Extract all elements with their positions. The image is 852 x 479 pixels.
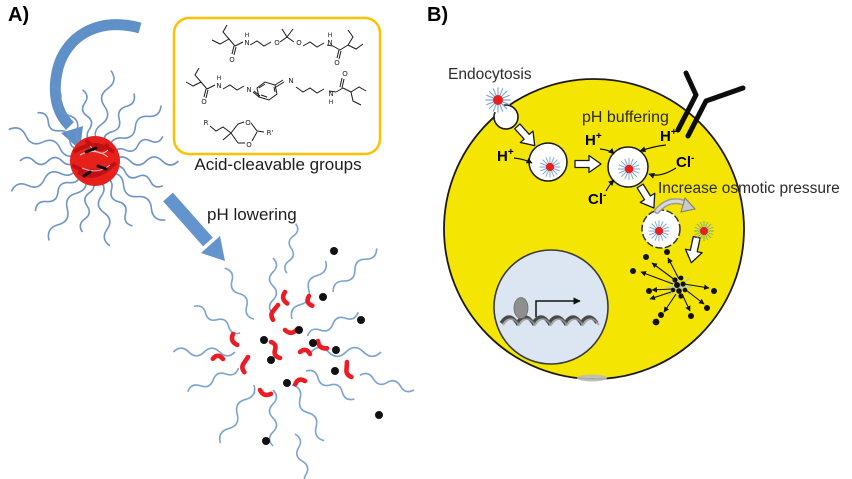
- atom-label-hydrogen: H: [328, 32, 333, 39]
- burst-dots: [630, 249, 717, 326]
- chem-structure-imine: O N H N N N H O: [185, 67, 367, 106]
- chloride-label-2: Cl-: [588, 190, 607, 208]
- proton-label-2: H+: [585, 131, 602, 149]
- transcription-arrow-icon: [535, 297, 581, 317]
- micelle-core: [70, 136, 120, 186]
- atom-label-nitrogen: N: [328, 90, 333, 98]
- burst-arrows: [640, 257, 710, 313]
- proton-influx-arrow-2: [599, 148, 615, 155]
- ph-lowering-label: pH lowering: [207, 205, 297, 224]
- ph-lowering-arrow-icon: [163, 192, 225, 261]
- endosome-1: [528, 142, 568, 182]
- atom-label-oxygen: O: [342, 70, 348, 78]
- atom-label-oxygen: O: [201, 98, 207, 106]
- polymerase: [513, 297, 529, 319]
- dissociated-polymer-arms: [172, 222, 416, 479]
- atom-label-nitrogen: N: [216, 82, 221, 90]
- endocytosis-label: Endocytosis: [448, 66, 532, 83]
- chloride-influx-arrow-1: [648, 167, 677, 179]
- panel-a-label: A): [8, 4, 30, 26]
- proton-label-3: H+: [660, 127, 677, 145]
- panel-a: O N H O O N H O O N H N N N H O R O O R': [6, 16, 416, 479]
- escaped-micelle-particle: [693, 220, 715, 242]
- nucleus: [493, 249, 609, 365]
- r-group-label: R: [204, 119, 209, 127]
- panel-b-label: B): [427, 4, 449, 26]
- atom-label-oxygen: O: [274, 39, 280, 47]
- proton-label-1: H+: [497, 147, 514, 165]
- atom-label-nitrogen: N: [327, 39, 332, 47]
- atom-label-hydrogen: H: [329, 99, 334, 106]
- ph-buffering-label: pH buffering: [582, 109, 669, 126]
- atom-label-oxygen: O: [245, 119, 251, 127]
- atom-label-hydrogen: H: [217, 75, 222, 82]
- core-cargo-marks: [82, 146, 108, 178]
- cargo-release-burst: [630, 249, 717, 326]
- atom-label-nitrogen: N: [244, 39, 249, 47]
- antibody-receptor-icon: [675, 70, 746, 139]
- released-cargo-dots: [260, 247, 383, 445]
- r-prime-group-label: R': [267, 129, 274, 137]
- atom-label-oxygen: O: [246, 141, 252, 149]
- atom-label-nitrogen: N: [288, 77, 293, 85]
- atom-label-oxygen: O: [229, 56, 235, 64]
- proton-influx-arrow-3: [639, 144, 667, 153]
- atom-label-nitrogen: N: [246, 86, 251, 94]
- chloride-label-1: Cl-: [676, 153, 695, 171]
- atom-label-oxygen: O: [296, 39, 302, 47]
- cell-shadow: [577, 374, 607, 382]
- endosome-2: [607, 146, 649, 188]
- osmotic-pressure-label: Increase osmotic pressure: [658, 180, 840, 197]
- curved-arrow-icon: [49, 19, 142, 150]
- acid-cleavable-caption: Acid-cleavable groups: [194, 155, 362, 174]
- atom-label-hydrogen: H: [245, 32, 250, 39]
- chem-structure-cyclic-acetal: R O O R': [204, 119, 274, 149]
- chem-structure-ketal: O N H O O N H O: [211, 24, 364, 67]
- micelle-particle-extracellular: [484, 86, 512, 114]
- atom-label-oxygen: O: [334, 59, 340, 67]
- endosome-3-rupturing: [641, 196, 696, 249]
- panel-b: [443, 70, 746, 382]
- proton-influx-arrow-1: [513, 157, 533, 164]
- chloride-influx-arrow-2: [605, 179, 615, 192]
